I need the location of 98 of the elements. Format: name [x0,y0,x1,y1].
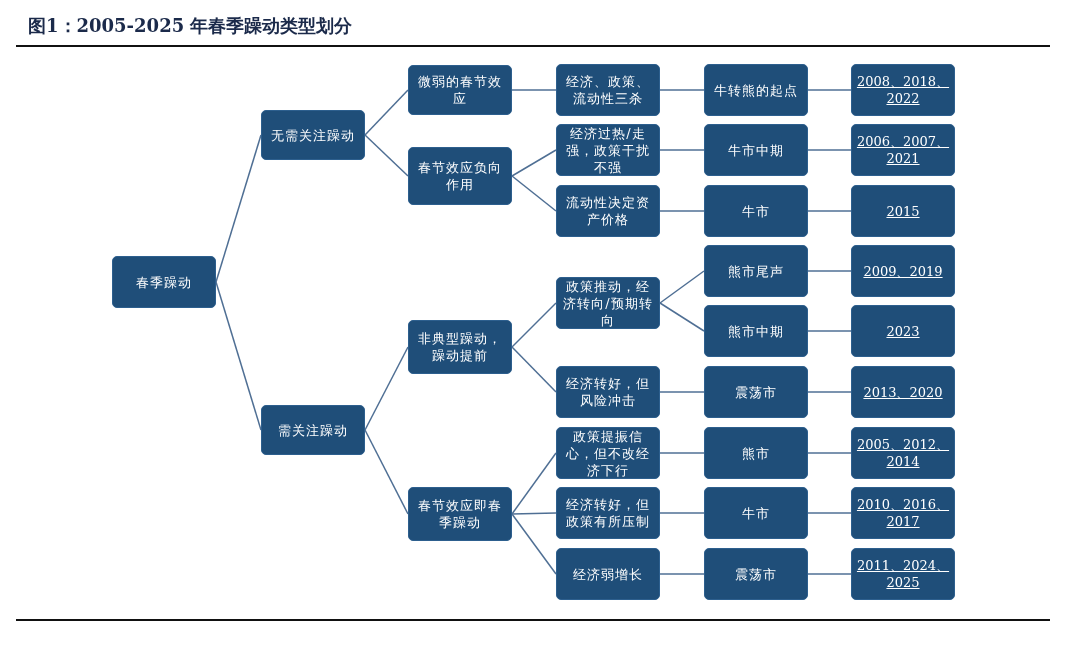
connector-line [364,346,409,431]
node-label: 春季躁动 [136,273,192,291]
node-label: 春节效应负向作用 [417,159,503,193]
node-label: 无需关注躁动 [271,126,355,144]
node-label: 经济弱增长 [573,565,643,583]
connector-line [364,89,409,136]
node-label: 熊市中期 [728,322,784,340]
connector-line [511,89,557,91]
category-box [408,65,512,115]
market-box [851,427,955,479]
condition-box [704,124,808,176]
market-box [851,124,955,176]
connector-line [511,302,557,348]
condition-box [704,548,808,600]
connector-line [659,302,705,332]
category-box [556,64,660,116]
connector-line [807,89,852,91]
connector-line [807,452,852,454]
category-box [556,366,660,418]
connector-line [659,149,705,151]
node-label: 经济过热/走强，政策干扰不强 [565,124,651,176]
node-label: 春节效应即春季躁动 [417,497,503,531]
connector-line [807,210,852,212]
category-box [261,405,365,455]
connector-line [659,452,705,454]
connector-line [659,270,705,304]
connector-line [215,281,262,431]
category-box [408,487,512,541]
node-label: 经济转好，但风险冲击 [565,375,651,409]
category-box [261,110,365,160]
year-list: 2015 [886,202,920,220]
condition-box [704,366,808,418]
category-box [408,320,512,374]
condition-box [704,487,808,539]
year-list: 2009、2019 [863,262,943,280]
node-label: 牛转熊的起点 [714,81,798,99]
connector-line [511,149,557,177]
figure-title: 图1：2005-2025 年春季躁动类型划分 [28,14,353,38]
connector-line [215,134,262,283]
year-list: 2023 [886,322,920,340]
year-list: 2006、2007、2021 [855,133,951,167]
node-label: 流动性决定资产价格 [565,194,651,228]
connector-line [511,346,557,393]
market-box [851,185,955,237]
connector-line [511,512,557,515]
node-label: 熊市 [742,444,770,462]
category-box [556,124,660,176]
category-box [556,185,660,237]
connector-line [511,175,557,212]
connector-line [807,330,852,332]
connector-line [511,452,557,515]
connector-line [807,391,852,393]
category-box [556,487,660,539]
condition-box [704,427,808,479]
year-list: 2008、2018、2022 [855,73,951,107]
market-box [851,245,955,297]
node-label: 政策提振信心，但不改经济下行 [565,427,651,479]
category-box [556,427,660,479]
connector-line [659,512,705,514]
connector-line [659,573,705,575]
connector-line [807,512,852,514]
connector-line [659,210,705,212]
connector-line [659,391,705,393]
node-label: 政策推动，经济转向/预期转向 [562,277,654,329]
connector-line [364,134,409,177]
connector-line [659,89,705,91]
condition-box [704,245,808,297]
connector-line [807,270,852,272]
node-label: 牛市 [742,504,770,522]
condition-box [704,305,808,357]
year-list: 2010、2016、2017 [855,496,951,530]
node-label: 非典型躁动，躁动提前 [417,330,503,364]
connector-line [364,429,409,515]
year-list: 2013、2020 [863,383,943,401]
node-label: 需关注躁动 [278,421,348,439]
node-label: 牛市 [742,202,770,220]
node-label: 经济转好，但政策有所压制 [565,496,651,530]
connector-line [511,513,557,575]
node-label: 微弱的春节效应 [417,73,503,107]
market-box [851,366,955,418]
node-label: 震荡市 [735,565,777,583]
market-box [851,487,955,539]
connector-line [807,149,852,151]
root-box [112,256,216,308]
market-box [851,305,955,357]
year-list: 2005、2012、2014 [855,436,951,470]
category-box [408,147,512,205]
market-box [851,64,955,116]
category-box [556,548,660,600]
connector-line [807,573,852,575]
node-label: 震荡市 [735,383,777,401]
condition-box [704,64,808,116]
node-label: 熊市尾声 [728,262,784,280]
year-list: 2011、2024、2025 [855,557,951,591]
market-box [851,548,955,600]
node-label: 牛市中期 [728,141,784,159]
node-label: 经济、政策、流动性三杀 [565,73,651,107]
condition-box [704,185,808,237]
